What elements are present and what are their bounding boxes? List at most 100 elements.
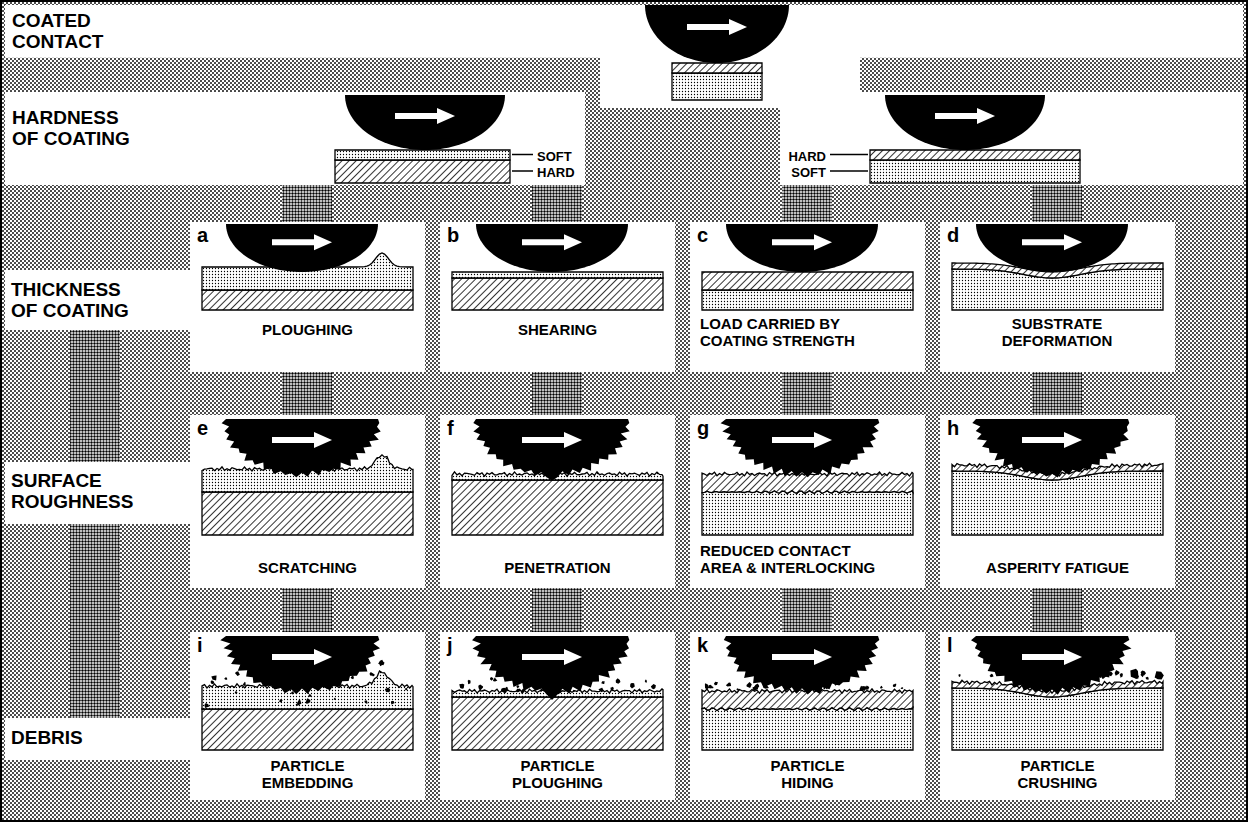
slider-ball bbox=[976, 224, 1128, 272]
row-label: DEBRIS bbox=[11, 728, 141, 749]
debris-particle bbox=[894, 684, 897, 687]
debris-particle bbox=[478, 685, 483, 691]
debris-particle bbox=[540, 689, 543, 693]
white-panel bbox=[440, 222, 675, 372]
row-label-band: COATED CONTACT bbox=[5, 5, 1243, 58]
coating-layer bbox=[870, 150, 1080, 160]
substrate-layer bbox=[452, 278, 663, 310]
row-label: COATED CONTACT bbox=[12, 11, 142, 53]
leader-line bbox=[830, 170, 868, 172]
contact-illustration bbox=[702, 636, 913, 750]
row-label-band: THICKNESS OF COATING bbox=[5, 270, 190, 330]
debris-particle bbox=[573, 690, 576, 692]
panel-letter: c bbox=[697, 224, 717, 246]
debris-particle bbox=[893, 684, 896, 687]
panel-letter: f bbox=[447, 417, 467, 439]
contact-illustration bbox=[452, 419, 663, 535]
debris-particle bbox=[711, 686, 713, 688]
panel-letter: e bbox=[197, 417, 217, 439]
slider-ball bbox=[721, 419, 880, 477]
debris-particle bbox=[490, 677, 493, 681]
connecting-bar bbox=[532, 588, 582, 632]
debris-particle bbox=[861, 686, 866, 691]
debris-particle bbox=[754, 684, 759, 690]
debris-particle bbox=[204, 703, 209, 708]
debris-particle bbox=[279, 699, 282, 703]
motion-arrow bbox=[522, 649, 582, 665]
debris-particle bbox=[501, 688, 507, 693]
debris-particle bbox=[296, 704, 299, 706]
connecting-bar bbox=[1032, 588, 1082, 632]
debris-particle bbox=[405, 688, 407, 690]
debris-particle bbox=[707, 686, 709, 688]
substrate-layer bbox=[202, 290, 413, 310]
panel-letter: a bbox=[197, 224, 217, 246]
connecting-bar bbox=[532, 372, 582, 415]
mechanism-caption: PARTICLE PLOUGHING bbox=[500, 758, 615, 791]
substrate-layer bbox=[335, 160, 510, 183]
debris-particle bbox=[651, 684, 656, 689]
debris-particle bbox=[1017, 676, 1020, 679]
connecting-bar bbox=[782, 588, 832, 632]
debris-particle bbox=[351, 676, 354, 679]
debris-particle bbox=[1055, 682, 1058, 685]
white-panel bbox=[190, 415, 425, 588]
debris-particle bbox=[705, 683, 708, 689]
motion-arrow bbox=[272, 649, 332, 665]
connecting-bar bbox=[70, 524, 120, 718]
panel-letter: k bbox=[697, 634, 717, 656]
label-holder: HARD bbox=[788, 147, 826, 165]
debris-particle bbox=[1079, 684, 1082, 686]
white-panel bbox=[940, 632, 1175, 800]
mechanism-caption: SUBSTRATE DEFORMATION bbox=[987, 316, 1127, 349]
label-holder: HARD bbox=[537, 163, 575, 181]
row-label-band: SURFACE ROUGHNESS bbox=[5, 462, 190, 524]
coating-layer bbox=[452, 272, 663, 278]
slider-ball bbox=[885, 95, 1045, 150]
debris-particle bbox=[308, 694, 311, 697]
debris-particle bbox=[1134, 673, 1139, 679]
white-panel bbox=[5, 462, 190, 524]
contact-illustration bbox=[870, 95, 1080, 183]
debris-particle bbox=[211, 675, 216, 680]
connecting-bar bbox=[282, 185, 332, 222]
debris-particle bbox=[989, 674, 993, 678]
debris-particle bbox=[1011, 678, 1015, 681]
contact-illustration bbox=[452, 636, 663, 750]
debris-particle bbox=[211, 680, 215, 684]
motion-arrow bbox=[772, 649, 832, 665]
slider-ball bbox=[473, 419, 629, 481]
contact-illustration bbox=[952, 636, 1164, 750]
debris-particle bbox=[566, 688, 570, 692]
debris-particle bbox=[279, 674, 283, 678]
mechanism-caption: PARTICLE CRUSHING bbox=[1000, 758, 1115, 791]
debris-particle bbox=[796, 688, 798, 690]
white-panel bbox=[940, 222, 1175, 372]
slider-ball bbox=[971, 636, 1132, 695]
white-panel bbox=[5, 5, 1243, 58]
motion-arrow bbox=[522, 432, 582, 448]
motion-arrow bbox=[1022, 234, 1082, 250]
debris-particle bbox=[559, 690, 562, 693]
substrate-layer bbox=[702, 290, 913, 310]
mechanism-panel: eSCRATCHING bbox=[190, 415, 425, 588]
white-panel bbox=[780, 92, 1243, 185]
connecting-bar bbox=[532, 185, 582, 222]
slider-ball bbox=[476, 224, 628, 272]
debris-particle bbox=[1097, 670, 1105, 678]
debris-particle bbox=[737, 688, 739, 690]
debris-particle bbox=[1045, 680, 1049, 684]
debris-particle bbox=[334, 698, 336, 700]
substrate-layer bbox=[672, 73, 762, 100]
debris-particle bbox=[243, 682, 246, 686]
row-label-band: HARDNESS OF COATING bbox=[5, 92, 585, 185]
connecting-bar bbox=[282, 588, 332, 632]
debris-particle bbox=[714, 682, 718, 686]
debris-particle bbox=[459, 684, 464, 689]
debris-particle bbox=[1130, 669, 1138, 679]
panel-letter: h bbox=[947, 417, 967, 439]
debris-particle bbox=[1155, 671, 1164, 679]
slider-ball bbox=[345, 95, 505, 150]
